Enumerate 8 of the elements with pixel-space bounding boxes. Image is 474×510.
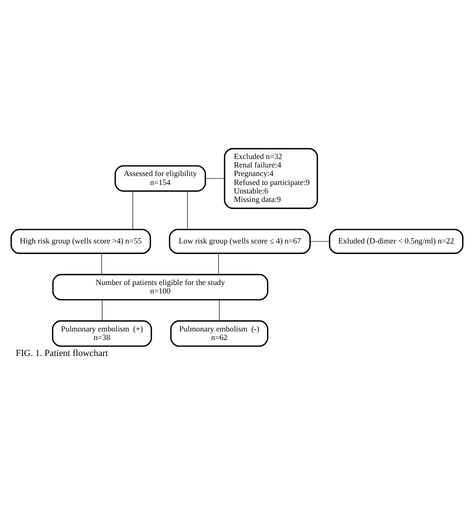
connector: [205, 178, 225, 179]
connector: [187, 190, 188, 230]
connector: [101, 253, 102, 275]
connector: [218, 253, 219, 275]
caption: FIG. 1. Patient flowchart: [16, 349, 108, 360]
connector: [132, 190, 134, 230]
connector: [218, 299, 220, 322]
connector: [310, 241, 330, 242]
